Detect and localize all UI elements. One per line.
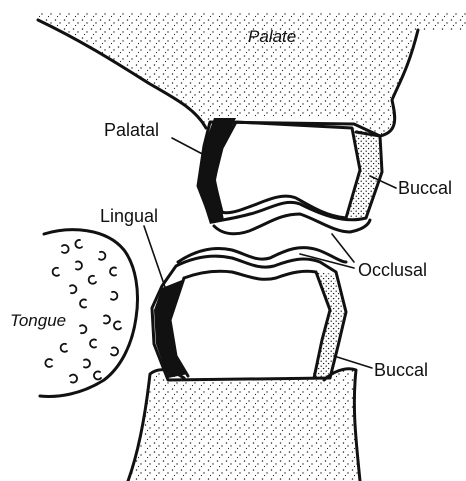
- palate-label: Palate: [248, 27, 296, 46]
- buccal-upper-label: Buccal: [398, 178, 452, 198]
- occlusal-label: Occlusal: [358, 260, 427, 280]
- leader-buccal-lower: [334, 356, 372, 368]
- lingual-label: Lingual: [100, 206, 158, 226]
- leader-lingual: [144, 226, 166, 290]
- lower-tooth: [152, 248, 346, 380]
- tongue-label: Tongue: [10, 311, 66, 330]
- buccal-lower-label: Buccal: [374, 360, 428, 380]
- mandible-region: [128, 369, 360, 481]
- upper-tooth: [198, 118, 382, 234]
- palatal-label: Palatal: [104, 120, 159, 140]
